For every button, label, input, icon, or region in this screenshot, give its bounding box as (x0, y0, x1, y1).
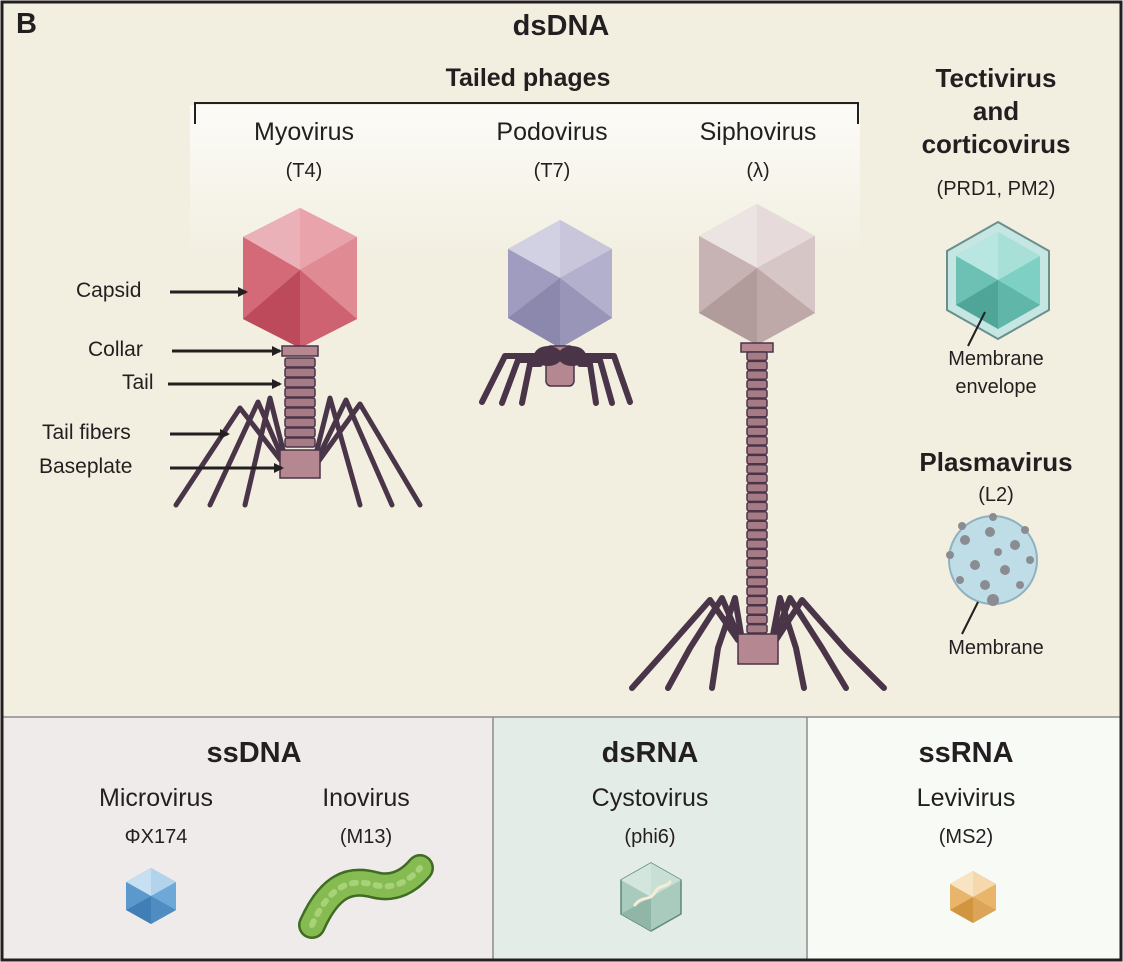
microvirus-example: ΦX174 (124, 826, 188, 848)
tail-fibers-label: Tail fibers (42, 421, 131, 444)
tectivirus-name-line1: Tectivirus (935, 63, 1057, 93)
siphovirus-tail-segment (746, 445, 768, 456)
siphovirus-tail-segment (746, 576, 768, 587)
part-arrows (168, 287, 284, 473)
membrane-envelope-line2: envelope (955, 376, 1037, 398)
plasmavirus-membrane-label: Membrane (948, 637, 1044, 659)
tectivirus-illustration (946, 220, 1050, 347)
siphovirus-tail-segment (746, 492, 768, 503)
podovirus-name: Podovirus (496, 118, 608, 146)
siphovirus-tail-segment (746, 398, 768, 409)
tail-label: Tail (122, 371, 154, 394)
levivirus-illustration (950, 871, 996, 923)
plasmavirus-example: (L2) (978, 484, 1014, 506)
levivirus-example: (MS2) (938, 826, 994, 848)
inovirus-illustration (298, 854, 434, 939)
plasmavirus-illustration (946, 513, 1038, 635)
cystovirus-example: (phi6) (624, 826, 676, 848)
siphovirus-tail-segment (746, 407, 768, 418)
levivirus-name: Levivirus (916, 784, 1016, 812)
siphovirus-tail-segment (746, 558, 768, 568)
microvirus-illustration (126, 868, 176, 924)
ssrna-region (807, 717, 1121, 960)
siphovirus-tail-segment (746, 501, 768, 512)
panel-letter: B (16, 8, 37, 40)
siphovirus-tail-segment (746, 539, 768, 550)
baseplate-label: Baseplate (39, 455, 133, 478)
capsid-label: Capsid (76, 279, 142, 302)
siphovirus-tail-segment (746, 464, 768, 474)
dsrna-title: dsRNA (601, 737, 699, 769)
siphovirus-tail-segment (746, 379, 768, 390)
cystovirus-illustration (620, 862, 682, 932)
tectivirus-example: (PRD1, PM2) (936, 178, 1056, 200)
myovirus-illustration (173, 208, 423, 508)
ssdna-region (2, 717, 493, 960)
ssdna-title: ssDNA (206, 737, 302, 769)
siphovirus-tail-segment (746, 388, 768, 399)
myovirus-name: Myovirus (253, 118, 355, 146)
inovirus-example: (M13) (339, 826, 393, 848)
siphovirus-tail-segment (746, 520, 768, 531)
siphovirus-tail-segment (746, 454, 768, 465)
membrane-envelope-line1: Membrane (948, 348, 1044, 370)
tailed-phages-label: Tailed phages (445, 64, 611, 92)
siphovirus-tail-segment (746, 567, 768, 578)
microvirus-name: Microvirus (99, 784, 213, 812)
siphovirus-tail-segment (746, 482, 768, 493)
inovirus-name: Inovirus (322, 784, 410, 812)
siphovirus-tail-segment (746, 548, 768, 559)
siphovirus-tail-segment (746, 614, 768, 625)
cystovirus-name: Cystovirus (591, 784, 709, 812)
dsdna-title: dsDNA (512, 10, 610, 42)
siphovirus-name: Siphovirus (699, 118, 817, 146)
siphovirus-tail-segment (746, 511, 768, 521)
siphovirus-tail-segment (746, 529, 768, 540)
collar-label: Collar (88, 338, 143, 361)
siphovirus-tail-segment (746, 360, 768, 371)
siphovirus-tail-segment (746, 623, 768, 634)
podovirus-illustration (479, 220, 633, 406)
siphovirus-tail-segment (746, 370, 768, 380)
siphovirus-tail-segment (746, 586, 768, 597)
siphovirus-illustration (629, 204, 887, 691)
podovirus-example: (T7) (533, 160, 571, 182)
siphovirus-tail-segment (746, 417, 768, 427)
tectivirus-name-line2: and (972, 96, 1020, 126)
myovirus-example: (T4) (285, 160, 323, 182)
siphovirus-example: (λ) (746, 160, 770, 182)
tectivirus-name-line3: corticovirus (921, 129, 1071, 159)
ssrna-title: ssRNA (918, 737, 1014, 769)
siphovirus-tail-segment (746, 426, 768, 437)
tailed-phages-bracket (194, 102, 859, 124)
siphovirus-tail-segment (746, 595, 768, 606)
plasmavirus-name: Plasmavirus (919, 447, 1073, 477)
siphovirus-tail-segment (746, 351, 768, 362)
siphovirus-tail-segment (746, 605, 768, 615)
siphovirus-tail-segment (746, 435, 768, 446)
siphovirus-tail-segment (746, 473, 768, 484)
